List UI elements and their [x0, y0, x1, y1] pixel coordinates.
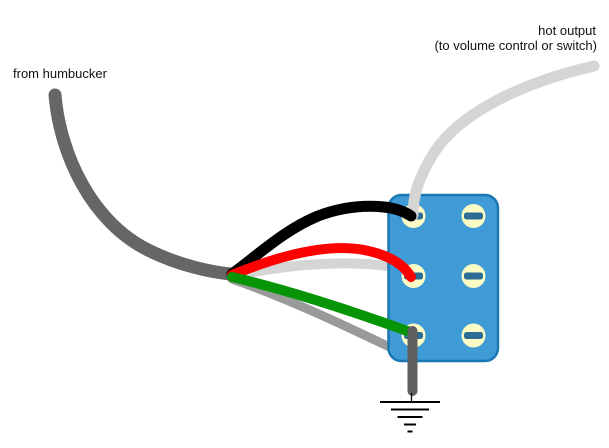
terminal-bottom-right: [461, 323, 486, 348]
humbucker-cable: [48, 88, 237, 281]
label-hot-output-line1: hot output: [538, 23, 596, 38]
switch-housing: [387, 193, 500, 363]
ground-symbol-icon: [380, 393, 440, 433]
terminal-slot: [464, 272, 483, 280]
switch-body: [387, 193, 500, 363]
terminal-middle-right: [461, 264, 486, 288]
hot-output-wire: [407, 60, 600, 221]
black-wire: [226, 200, 417, 280]
terminal-top-right: [461, 204, 486, 228]
terminal-slot: [464, 212, 483, 220]
green-wire: [227, 272, 415, 337]
label-from-humbucker: from humbucker: [13, 66, 108, 81]
red-wire: [227, 243, 416, 282]
white-wire: [227, 258, 405, 281]
label-hot-output-line2: (to volume control or switch): [434, 38, 597, 53]
terminal-slot: [464, 332, 483, 339]
